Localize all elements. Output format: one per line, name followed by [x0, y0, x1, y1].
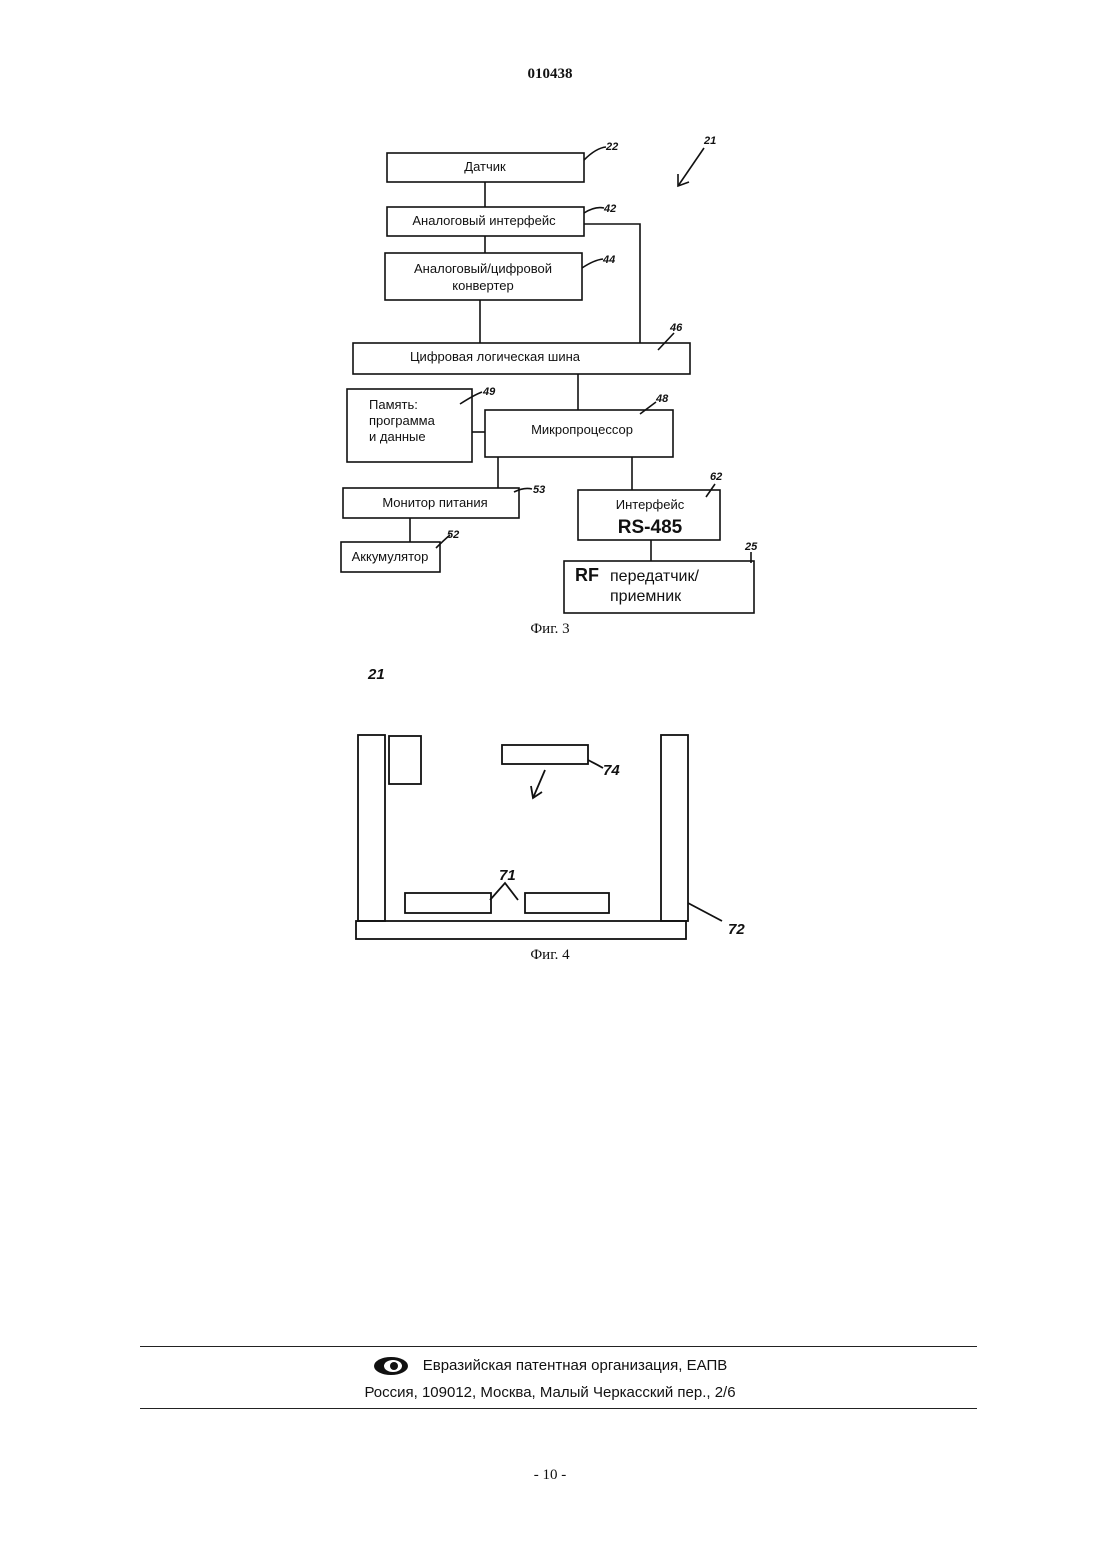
figure-4-caption: Фиг. 4 [0, 947, 1100, 964]
eapv-logo-icon [373, 1355, 409, 1377]
housing-base [356, 921, 686, 939]
ref-71: 71 [499, 867, 516, 884]
page-number: - 10 - [0, 1467, 1100, 1484]
element-71-right [525, 893, 609, 913]
leader-line [588, 760, 603, 768]
footer-divider-bottom [140, 1408, 977, 1409]
module-top-left [389, 736, 421, 784]
element-71-left [405, 893, 491, 913]
ref-74: 74 [603, 762, 620, 779]
housing-left-wall [358, 735, 385, 921]
fig4-ref-21: 21 [367, 666, 385, 683]
footer-organization: Евразийская патентная организация, ЕАПВ [0, 1355, 1100, 1377]
leader-line [490, 883, 518, 900]
footer-address: Россия, 109012, Москва, Малый Черкасский… [0, 1384, 1100, 1401]
footer-organization-text: Евразийская патентная организация, ЕАПВ [423, 1357, 728, 1374]
footer-divider-top [140, 1346, 977, 1347]
housing-right-wall [661, 735, 688, 921]
element-74 [502, 745, 588, 764]
figure-4-schematic: 21 74 71 72 [0, 0, 1100, 960]
ref-72: 72 [728, 921, 745, 938]
leader-line [688, 903, 722, 921]
